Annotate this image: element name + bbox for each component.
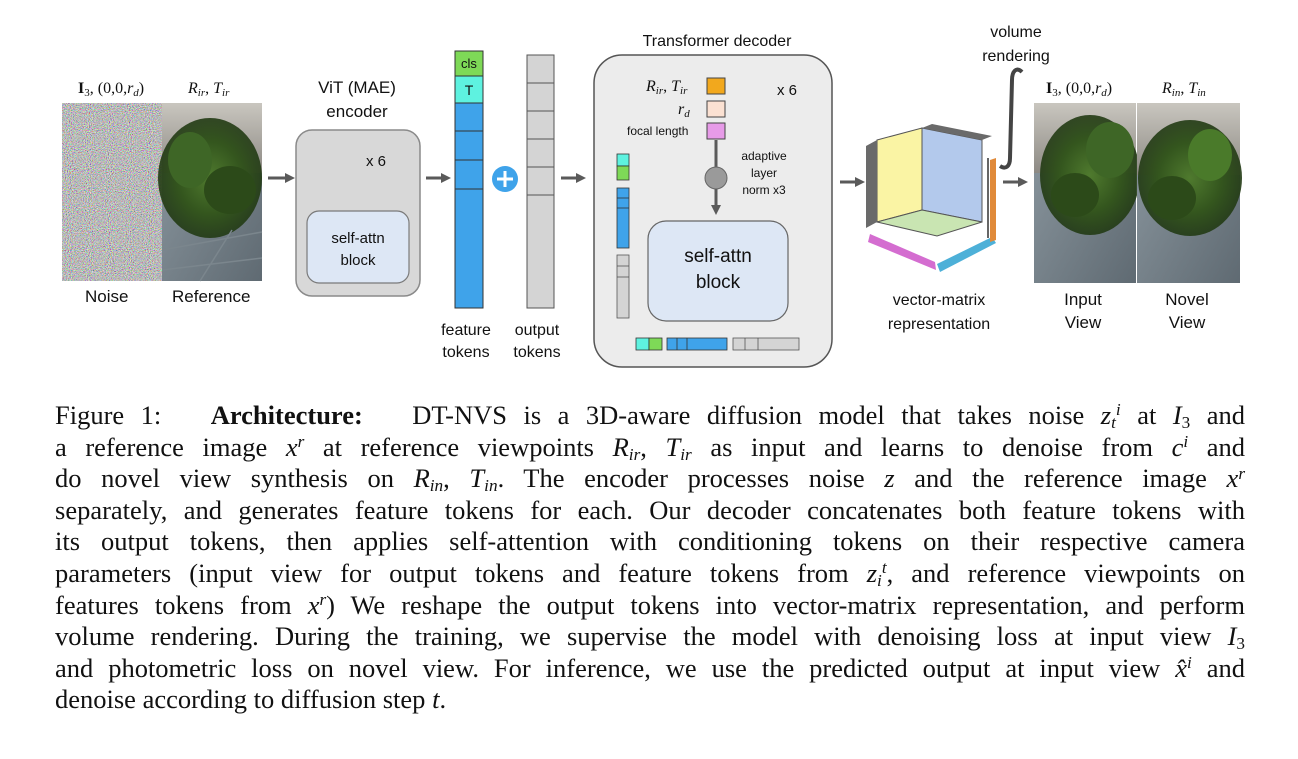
- reference-label: Reference: [172, 287, 250, 306]
- vector-matrix-cube: [866, 124, 996, 272]
- reference-pose-label: Rir, Tir: [187, 80, 230, 99]
- caption-line-10: denoise according to diffusion step t.: [55, 684, 447, 715]
- output-input-pose-label: I3, (0,0,rd): [1046, 80, 1112, 99]
- adaptive-line3: norm x3: [742, 183, 786, 197]
- integral-icon: [998, 67, 1024, 170]
- encoder-self-attn-block: [306, 210, 410, 284]
- decoder-block-line2: block: [696, 272, 741, 293]
- output-tokens-label-2: tokens: [513, 344, 560, 361]
- feature-tokens-column: [454, 50, 484, 309]
- caption-line-8: volume rendering. During the training, w…: [55, 621, 1245, 654]
- vm-label-line2: representation: [888, 316, 990, 333]
- noise-image: [62, 103, 162, 281]
- cond-rt-label: Rir, Tir: [645, 78, 688, 97]
- output-tokens-label-1: output: [515, 322, 560, 339]
- adaptive-line2: layer: [751, 166, 777, 180]
- decoder-self-attn-block: [647, 220, 789, 322]
- volume-rendering-line1: volume: [990, 24, 1042, 41]
- decoder-title: Transformer decoder: [643, 33, 792, 50]
- adaptive-norm-node: [704, 166, 728, 190]
- input-view-label-2: View: [1065, 313, 1102, 332]
- feature-tokens-label-2: tokens: [442, 344, 489, 361]
- novel-view-image: [1137, 103, 1242, 283]
- architecture-diagram: I3, (0,0,rd) Rir, Tir Noise Reference Vi…: [62, 24, 1242, 368]
- caption-line-9: and photometric loss on novel view. For …: [55, 652, 1246, 683]
- noise-label: Noise: [85, 287, 128, 306]
- output-tokens-column: [526, 54, 555, 309]
- input-view-image: [1034, 103, 1140, 283]
- caption-line-7: features tokens from xr) We reshape the …: [55, 589, 1245, 620]
- token-t: T: [465, 82, 474, 98]
- novel-view-label-1: Novel: [1165, 290, 1208, 309]
- novel-view-label-2: View: [1169, 313, 1206, 332]
- cond-rd-token: [706, 100, 726, 118]
- output-novel-pose-label: Rin, Tin: [1161, 80, 1206, 99]
- vm-label-line1: vector-matrix: [893, 292, 985, 309]
- caption-line-6: parameters (input view for output tokens…: [55, 557, 1245, 591]
- decoder-repeat: x 6: [777, 82, 797, 99]
- encoder-repeat: x 6: [366, 153, 386, 170]
- figure-caption: Figure 1: Architecture: DT-NVS is a 3D-a…: [55, 400, 1245, 716]
- caption-line-1: Figure 1: Architecture: DT-NVS is a 3D-a…: [55, 400, 1245, 433]
- cond-focal-token: [706, 122, 726, 140]
- caption-line-2: a reference image xr at reference viewpo…: [55, 431, 1246, 464]
- decoder-mini-token-stacks: [616, 153, 800, 351]
- volume-rendering-line2: rendering: [982, 48, 1050, 65]
- caption-line-4: separately, and generates feature tokens…: [55, 494, 1245, 525]
- caption-line-3: do novel view synthesis on Rin, Tin. The…: [55, 463, 1246, 496]
- encoder-title-line2: encoder: [326, 102, 388, 121]
- noise-input-label: I3, (0,0,rd): [78, 80, 144, 99]
- encoder-block-line1: self-attn: [331, 230, 384, 247]
- token-cls: cls: [461, 56, 477, 71]
- caption-line-5: its output tokens, then applies self-att…: [55, 526, 1245, 557]
- plus-icon: [492, 166, 518, 192]
- adaptive-line1: adaptive: [741, 149, 787, 163]
- reference-image: [158, 103, 263, 282]
- encoder-block-line2: block: [340, 252, 376, 269]
- encoder-title-line1: ViT (MAE): [318, 78, 396, 97]
- input-view-label-1: Input: [1064, 290, 1102, 309]
- feature-tokens-label-1: feature: [441, 322, 491, 339]
- decoder-block-line1: self-attn: [684, 246, 752, 267]
- cond-rt-token: [706, 77, 726, 95]
- cond-focal-label: focal length: [627, 124, 688, 138]
